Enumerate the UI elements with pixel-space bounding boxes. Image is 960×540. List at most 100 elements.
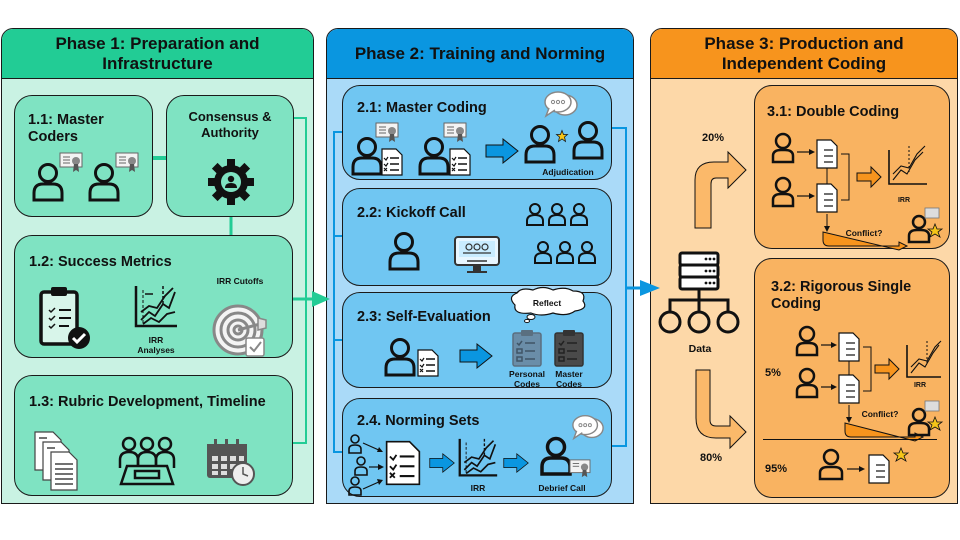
personal-codes-clipboard-icon (512, 330, 542, 367)
arrow-right-icon (459, 342, 493, 370)
meeting-table-icon (118, 436, 176, 486)
star-icon (555, 129, 569, 143)
chat-bubbles-icon (572, 415, 604, 441)
certificate-icon (569, 459, 591, 478)
certificate-icon (443, 122, 467, 142)
irr-chart-icon (458, 438, 498, 477)
phase1-header: Phase 1: Preparation and Infrastructure (2, 29, 313, 79)
person-icon (540, 436, 572, 476)
split-top-percent: 20% (702, 132, 725, 144)
personal-codes-line2: Codes (514, 379, 540, 389)
self-eval-title: 2.3: Self-Evaluation (357, 309, 491, 325)
rubric-title: 1.3: Rubric Development, Timeline (29, 394, 266, 410)
master-coders-title: 1.1: Master Coders (28, 112, 104, 146)
master-coders-title-line1: 1.1: Master (28, 112, 104, 128)
person-icon (388, 232, 420, 271)
master-codes-line2: Codes (556, 379, 582, 389)
double-coding-conflict-label: Conflict? (845, 228, 883, 238)
double-coding-flow-icon (771, 132, 944, 251)
chat-bubbles-icon (544, 91, 578, 118)
coding-sheet-icon (385, 440, 421, 486)
consensus-title-line1: Consensus & (188, 109, 272, 124)
person-icon (32, 163, 64, 202)
phase3-title-line1: Phase 3: Production and (704, 33, 904, 53)
double-coding-card: 3.1: Double Coding IRR Conflic (754, 85, 950, 251)
irr-analyses-line2: Analyses (137, 345, 175, 355)
arrow-right-icon (485, 137, 519, 165)
rubric-card: 1.3: Rubric Development, Timeline (14, 375, 293, 496)
documents-icon (34, 431, 78, 491)
kickoff-title: 2.2: Kickoff Call (357, 205, 466, 221)
norming-title: 2.4. Norming Sets (357, 413, 480, 429)
person-icon (351, 137, 383, 176)
kickoff-call-card: 2.2: Kickoff Call (342, 188, 612, 286)
personal-codes-label: Personal Codes (503, 369, 551, 389)
gear-person-icon (208, 159, 254, 205)
arrow-right-icon (503, 453, 529, 473)
irr-analyses-label: IRR Analyses (133, 335, 179, 355)
thought-cloud-icon (510, 286, 586, 324)
phase1-title-line1: Phase 1: Preparation and (55, 33, 260, 53)
person-icon (524, 125, 556, 164)
single-coding-title: 3.2: Rigorous Single Coding (771, 279, 911, 313)
single-coder-flow-icon (818, 446, 910, 484)
consensus-authority-card: Consensus & Authority (166, 95, 294, 217)
success-metrics-title: 1.2: Success Metrics (29, 254, 172, 270)
single-coding-title-line2: Coding (771, 296, 821, 312)
audience-group-icon (526, 203, 596, 264)
personal-codes-line1: Personal (509, 369, 545, 379)
phase1-title-line2: Infrastructure (102, 53, 213, 73)
master-codes-clipboard-icon (554, 330, 584, 367)
success-metrics-card: 1.2: Success Metrics IRR Analyses IRR Cu… (14, 235, 293, 358)
coding-sheet-icon (417, 349, 439, 377)
phase3-title-line2: Independent Coding (721, 53, 887, 73)
single-coding-5-percent: 5% (765, 367, 781, 379)
self-evaluation-card: 2.3: Self-Evaluation Reflect Personal (342, 286, 612, 389)
clipboard-check-icon (39, 287, 90, 349)
master-coders-card: 1.1: Master Coders (14, 95, 153, 217)
master-coders-title-line2: Coders (28, 129, 78, 145)
coding-sheet-icon (381, 148, 403, 176)
adjudicator-icon (907, 400, 944, 437)
monitor-meeting-icon (454, 236, 500, 273)
master-codes-label: Master Codes (547, 369, 591, 389)
debrief-call-label: Debrief Call (538, 483, 586, 493)
norming-irr-label: IRR (470, 483, 486, 493)
irr-cutoffs-label: IRR Cutoffs (216, 276, 264, 286)
phase2-header: Phase 2: Training and Norming (327, 29, 633, 79)
single-coding-conflict-label: Conflict? (861, 409, 899, 419)
master-coding-card: 2.1: Master Coding (342, 85, 612, 180)
irr-analyses-line1: IRR (148, 335, 164, 345)
arrow-right-icon (429, 453, 455, 473)
certificate-icon (375, 122, 399, 142)
person-icon (572, 121, 604, 160)
coding-sheet-icon (449, 148, 471, 176)
split-bottom-percent: 80% (700, 452, 723, 464)
adjudication-label: Adjudication (542, 167, 594, 177)
double-coding-title: 3.1: Double Coding (767, 104, 900, 120)
irr-chart-icon (134, 286, 177, 328)
single-coding-95-percent: 95% (765, 463, 788, 475)
consensus-title: Consensus & Authority (167, 109, 293, 141)
person-icon (88, 163, 120, 202)
person-icon (418, 137, 450, 176)
consensus-title-line2: Authority (201, 125, 259, 140)
phase2-title: Phase 2: Training and Norming (354, 43, 606, 63)
phase3-header: Phase 3: Production and Independent Codi… (651, 29, 957, 79)
single-coding-card: 3.2: Rigorous Single Coding 5% IR (754, 258, 950, 498)
norming-sets-card: 2.4. Norming Sets IRR (342, 398, 612, 497)
master-codes-line1: Master (555, 369, 583, 379)
certificate-icon (115, 152, 139, 172)
master-coding-title: 2.1: Master Coding (357, 100, 487, 116)
single-coding-divider (763, 439, 937, 440)
single-coding-title-line1: 3.2: Rigorous Single (771, 279, 912, 295)
reflect-label: Reflect (532, 298, 562, 308)
single-coding-irr-label: IRR (913, 382, 927, 389)
person-icon (384, 338, 416, 377)
split-arrow-up-icon (694, 150, 747, 229)
database-network-icon (658, 251, 740, 334)
three-coders-icon (348, 434, 384, 496)
certificate-icon (59, 152, 83, 172)
split-arrow-down-icon (695, 369, 747, 450)
calendar-clock-icon (207, 439, 255, 486)
